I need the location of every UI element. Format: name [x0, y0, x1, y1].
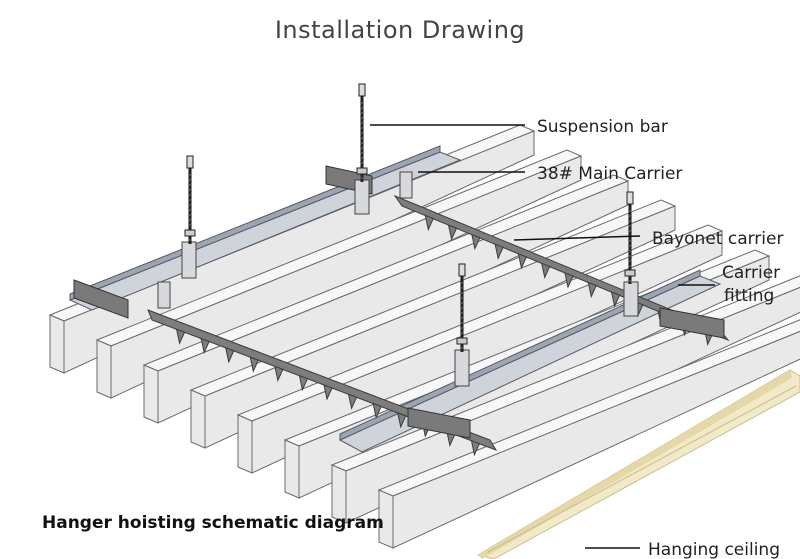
label-hanging-ceiling: Hanging ceiling	[648, 540, 780, 559]
diagram-title: Installation Drawing	[274, 16, 526, 44]
hanger-clip-5	[399, 171, 413, 199]
hanger-clip-1	[354, 179, 370, 215]
bayonet-tooth	[447, 224, 458, 241]
bayonet-tooth	[610, 291, 621, 308]
leader-lines	[370, 124, 715, 549]
bayonet-tooth	[200, 337, 210, 355]
bayonet-tooth	[470, 439, 481, 457]
bayonet-tooth	[249, 356, 259, 373]
bayonet-carrier-right	[393, 194, 730, 342]
hanger-clip-2	[181, 241, 197, 279]
hanger-clip-4	[623, 281, 639, 317]
bayonet-tooth	[541, 262, 551, 280]
suspension-rods	[184, 83, 636, 352]
ceiling-panels	[48, 124, 800, 549]
carrier-fitting-back-left	[73, 279, 129, 319]
label-suspension-bar: Suspension bar	[537, 117, 668, 137]
bayonet-tooth	[323, 384, 333, 401]
carrier-fitting-front-left	[407, 407, 471, 439]
leader-bayonet-carrier	[513, 235, 641, 241]
main-carrier-front-top	[339, 269, 701, 441]
suspension-rod	[356, 83, 368, 182]
label-bayonet-carrier: Bayonet carrier	[652, 229, 783, 249]
bayonet-tooth	[494, 243, 504, 260]
bayonet-tooth	[424, 214, 434, 232]
suspension-rod	[624, 191, 636, 284]
label-main-carrier: 38# Main Carrier	[537, 164, 682, 184]
bayonet-tooth	[517, 253, 528, 270]
bayonet-tooth	[397, 412, 407, 429]
suspension-rod	[184, 155, 196, 244]
carrier-fittings	[73, 165, 725, 439]
bayonet-tooth	[347, 393, 358, 410]
bayonet-tooth	[471, 233, 481, 251]
bayonet-tooth	[298, 374, 309, 392]
suspension-rod	[456, 263, 468, 352]
carrier-fitting-front-right	[659, 307, 725, 339]
bayonet-tooth	[175, 328, 186, 345]
hanger-clip-3	[454, 349, 470, 387]
bayonet-tooth	[564, 272, 574, 289]
hanging-ceiling-strip	[476, 369, 800, 559]
label-carrier-fitting-line2: fitting	[724, 286, 774, 306]
bayonet-tooth	[225, 347, 235, 364]
label-carrier-fitting-line1: Carrier	[722, 263, 780, 283]
ceiling-panel	[377, 319, 800, 549]
bayonet-tooth	[372, 402, 382, 420]
hanger-clip-6	[157, 281, 171, 309]
bayonet-tooth	[587, 281, 597, 299]
bayonet-tooth	[274, 365, 284, 383]
diagram-caption: Hanger hoisting schematic diagram	[42, 513, 384, 533]
